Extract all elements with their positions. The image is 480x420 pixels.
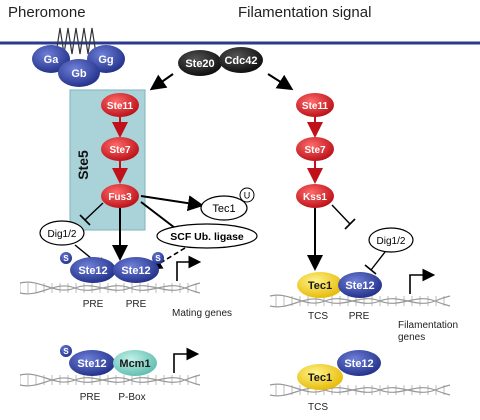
phospho-s1-label: S — [63, 254, 69, 263]
scf-ligase-node — [156, 223, 258, 249]
inhibit-bar-kss1-dig — [344, 218, 356, 230]
pre-right-label: PRE — [349, 311, 370, 322]
ste11-left-label: Ste11 — [107, 101, 134, 112]
dig12-left-label: Dig1/2 — [48, 229, 77, 240]
ste12-right-a-node — [338, 272, 382, 298]
mcm1-label: Mcm1 — [119, 358, 150, 370]
ste11-right-label: Ste11 — [302, 101, 329, 112]
transcription-arrow-filament — [409, 268, 436, 294]
ubiquitin-node — [239, 187, 255, 203]
transcription-arrow-mcm1 — [173, 347, 200, 373]
kss1-label: Kss1 — [303, 192, 327, 203]
arrow-ste20-to-ste11-right — [267, 73, 294, 91]
ste12-right-a-label: Ste12 — [345, 280, 374, 292]
ste12-c-node — [69, 350, 115, 376]
tec1-b-node — [297, 364, 343, 390]
pre3-label: PRE — [80, 392, 101, 403]
dig12-left-node — [39, 220, 85, 246]
ste20-node — [178, 50, 222, 76]
ste12-b-node — [113, 257, 159, 283]
inhibit-fus3-dig — [84, 202, 104, 221]
pre2-label: PRE — [126, 299, 147, 310]
tec1-a-node — [297, 272, 343, 298]
transcription-arrow-mating — [176, 255, 202, 281]
dna-right-top — [270, 296, 450, 306]
inhibit-dig-ste12-right — [370, 251, 386, 271]
scf-ligase-label: SCF Ub. ligase — [170, 231, 244, 243]
cdc42-label: Cdc42 — [224, 55, 257, 67]
dna-strand-4 — [19, 377, 201, 387]
gg-label: Gg — [98, 54, 113, 66]
ste7-right-node — [296, 137, 334, 161]
phospho-s3 — [60, 345, 72, 357]
tec1-b-label: Tec1 — [308, 372, 332, 384]
pheromone-title: Pheromone — [8, 4, 86, 21]
fus3-label: Fus3 — [108, 192, 132, 203]
ga-label: Ga — [44, 54, 60, 66]
mcm1-node — [113, 350, 157, 376]
ste12-right-b-node — [337, 350, 381, 376]
dna-strand-8 — [269, 387, 451, 397]
inhibit-bar-dig-ste12-right — [364, 264, 377, 275]
gb-label: Gb — [71, 68, 87, 80]
phospho-s1 — [60, 252, 72, 264]
phospho-s2-label: S — [155, 254, 161, 263]
dna-right-bottom — [270, 385, 450, 395]
phospho-s3-label: S — [63, 347, 69, 356]
tec1-degraded-node — [200, 195, 248, 221]
dna-strand-6 — [269, 298, 451, 308]
dig12-right-label: Dig1/2 — [377, 236, 406, 247]
kss1-node — [296, 184, 334, 208]
ste12-b-label: Ste12 — [121, 265, 150, 277]
tec1-a-label: Tec1 — [308, 280, 332, 292]
ste11-left-node — [101, 93, 139, 117]
phospho-s2 — [152, 252, 164, 264]
ga-node — [32, 45, 70, 73]
inhibit-bar-fus3-dig — [79, 214, 91, 226]
filamentation-signal-title: Filamentation signal — [238, 4, 371, 21]
ste12-c-label: Ste12 — [77, 358, 106, 370]
ste12-a-node — [70, 257, 116, 283]
dig12-right-node — [368, 227, 414, 253]
dna-strand-2 — [19, 285, 201, 295]
ubiquitin-label: U — [244, 191, 251, 201]
ste12-right-b-label: Ste12 — [344, 358, 373, 370]
ste5-label: Ste5 — [75, 150, 91, 180]
ste7-left-node — [101, 137, 139, 161]
inhibit-kss1-dig — [331, 204, 351, 225]
tec1-degraded-label: Tec1 — [212, 203, 235, 215]
dna-left-top — [20, 283, 200, 293]
ste7-right-label: Ste7 — [304, 145, 326, 156]
cdc42-node — [219, 47, 263, 73]
gb-node — [58, 59, 100, 87]
filamentation-genes-label-2: genes — [398, 332, 425, 343]
pre1-label: PRE — [83, 299, 104, 310]
ste7-left-label: Ste7 — [109, 145, 131, 156]
dna-left-bottom — [20, 375, 200, 385]
tcs1-label: TCS — [308, 311, 328, 322]
arrow-ste20-to-ste11-left — [149, 73, 174, 91]
pbox-label: P-Box — [118, 392, 145, 403]
arrow-fus3-tec1 — [140, 195, 204, 212]
filamentation-genes-label-1: Filamentation — [398, 320, 458, 331]
ste11-right-node — [296, 93, 334, 117]
mating-genes-label: Mating genes — [172, 308, 232, 319]
arrow-scf-to-ste12 — [149, 247, 186, 270]
tcs2-label: TCS — [308, 402, 328, 413]
line-fus3-scf — [140, 201, 176, 229]
fus3-node — [101, 184, 139, 208]
ste12-a-label: Ste12 — [78, 265, 107, 277]
receptor-coil-icon — [55, 27, 97, 55]
ste20-label: Ste20 — [185, 58, 214, 70]
